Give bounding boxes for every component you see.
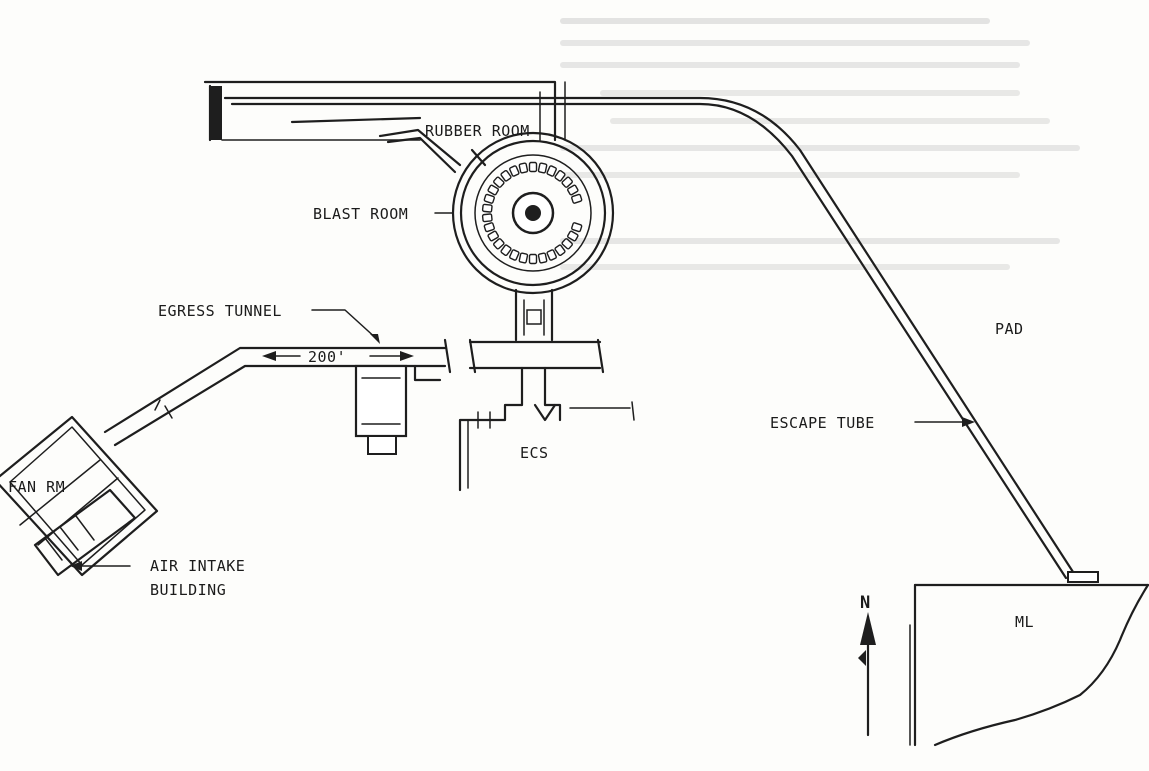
bleed-through-text (560, 18, 1080, 270)
escape-tube (223, 96, 1099, 583)
seat (509, 165, 520, 177)
seat (567, 230, 579, 242)
label-egress-tunnel: EGRESS TUNNEL (158, 302, 282, 320)
seat (487, 230, 499, 242)
north-arrow (858, 612, 876, 737)
blast-room-seats (481, 161, 583, 265)
seat (537, 252, 548, 264)
seat (481, 213, 493, 223)
seat (483, 222, 495, 233)
seat (500, 244, 512, 257)
label-building: BUILDING (150, 581, 226, 599)
label-ecs: ECS (520, 444, 549, 462)
seat (571, 193, 583, 204)
label-blast-room: BLAST ROOM (313, 205, 408, 223)
seat (518, 162, 529, 174)
label-north: N (860, 593, 871, 613)
air-intake-building (33, 488, 137, 577)
label-pad: PAD (995, 320, 1024, 338)
seat (481, 203, 493, 213)
seat (528, 253, 538, 265)
seat (528, 161, 538, 173)
seat (571, 222, 583, 233)
ecs-corridor (458, 338, 635, 492)
seat (546, 165, 557, 177)
seat (537, 162, 548, 174)
seat (561, 176, 573, 188)
seat (546, 249, 557, 261)
label-ml: ML (1015, 613, 1034, 631)
seat (509, 249, 520, 261)
rubber-room (203, 80, 566, 142)
leader-lines (311, 212, 975, 427)
egress-tunnel (103, 338, 452, 455)
seat (518, 252, 529, 264)
label-air-intake: AIR INTAKE (150, 557, 245, 575)
label-distance: 200' (308, 348, 346, 366)
label-fan-rm: FAN RM (8, 478, 65, 496)
ml-structure (909, 583, 1149, 747)
seat (567, 184, 579, 196)
fan-room (0, 415, 159, 577)
seat (493, 176, 505, 188)
seat (554, 169, 566, 182)
seat (554, 244, 566, 257)
seat (483, 193, 495, 204)
seat (493, 238, 505, 250)
seat (500, 169, 512, 182)
blast-room-stem (514, 288, 554, 342)
label-rubber-room: RUBBER ROOM (425, 122, 530, 140)
label-escape-tube: ESCAPE TUBE (770, 414, 875, 432)
seat (487, 184, 499, 196)
seat (561, 238, 573, 250)
blast-room (451, 131, 615, 295)
